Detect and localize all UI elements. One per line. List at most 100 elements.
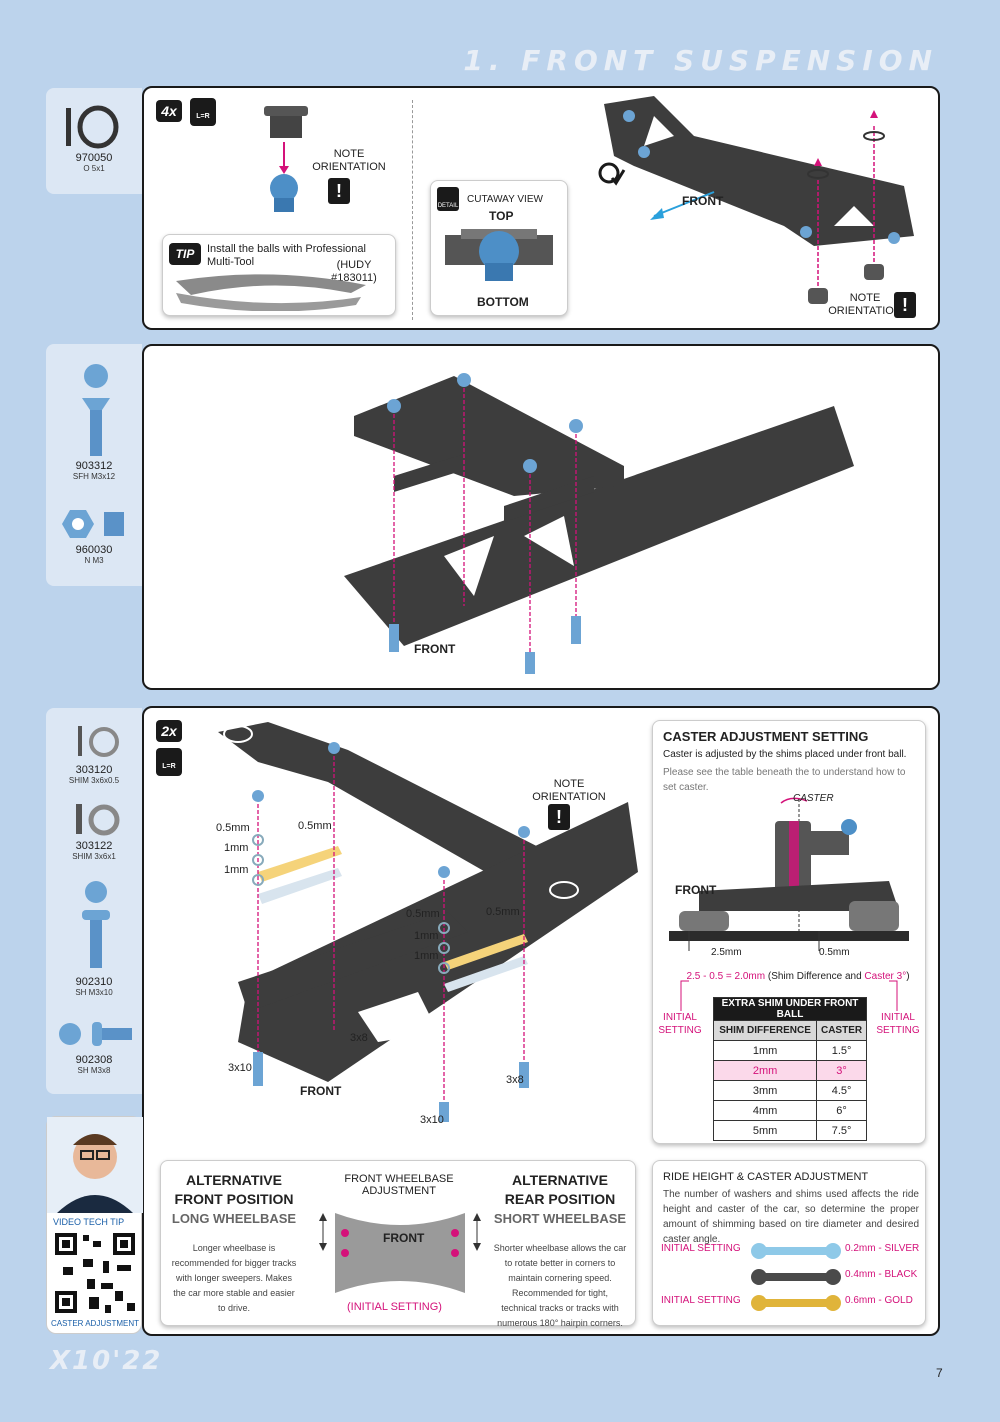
shim-black-icon [751, 1269, 841, 1285]
left-right-badge: L=R [190, 98, 216, 126]
alt-front-sub: LONG WHEELBASE [171, 1211, 297, 1226]
step1-panel: 4x L=R NOTE ORIENTATION ! TIP Install th… [142, 86, 940, 330]
part-code: 902308 [75, 1054, 113, 1066]
caster-adjustment-link[interactable]: CASTER ADJUSTMENT [50, 1319, 139, 1328]
wheelbase-initial: (INITIAL SETTING) [347, 1301, 442, 1313]
qty-badge: 4x [156, 100, 182, 122]
o-ring-icon [66, 105, 119, 149]
ride-title: RIDE HEIGHT & CASTER ADJUSTMENT [663, 1171, 869, 1183]
initial-setting-1: INITIAL SETTING [661, 1243, 741, 1254]
left-right-badge: L=R [156, 748, 182, 776]
video-tech-tip-card[interactable]: VIDEO TECH TIP CASTER ADJUSTMENT [46, 1116, 143, 1334]
part-desc: O 5x1 [83, 164, 105, 173]
part-code: 303120 [75, 764, 113, 776]
socket-screw-icon [82, 881, 110, 968]
shim-icon-2 [76, 804, 120, 836]
step2-panel: FRONT [142, 344, 940, 690]
shim-label-1: 0.5mm [216, 822, 250, 834]
ball-stud-icon [264, 106, 308, 212]
qty-badge: 2x [156, 720, 182, 742]
shim-gold-icon [751, 1295, 841, 1311]
cell-caster: 6° [816, 1100, 867, 1121]
countersunk-screw-icon [82, 364, 110, 456]
initial-setting-right: INITIAL SETTING [876, 1012, 920, 1036]
page-title: 1. FRONT SUSPENSION [463, 44, 938, 77]
shim-label-5: 0.5mm [406, 908, 440, 920]
cell-caster: 1.5° [816, 1040, 867, 1061]
alt-rear-sub: SHORT WHEELBASE [493, 1211, 627, 1226]
chassis-plate-illustration [344, 373, 854, 674]
shim-icon [78, 726, 119, 757]
table-title: EXTRA SHIM UNDER FRONT BALL [713, 997, 867, 1021]
shim-label-4: 0.5mm [298, 820, 332, 832]
ride-height-box: RIDE HEIGHT & CASTER ADJUSTMENT The numb… [652, 1160, 926, 1326]
cell-caster: 4.5° [816, 1080, 867, 1101]
cell-shim: 1mm [712, 1040, 818, 1061]
shim-gold-label: 0.6mm - GOLD [845, 1295, 913, 1306]
cutaway-label: CUTAWAY VIEW [467, 194, 543, 205]
cell-shim: 5mm [712, 1120, 818, 1141]
initial-setting-left: INITIAL SETTING [658, 1012, 702, 1036]
gear-check-icon [598, 162, 626, 186]
front-label: FRONT [682, 194, 724, 208]
warning-icon: ! [328, 178, 350, 204]
formula-caster: Caster 3° [864, 971, 907, 982]
wheelbase-title: FRONT WHEELBASE ADJUSTMENT [344, 1173, 454, 1197]
detail-icon: DETAIL [437, 187, 459, 211]
shim-label-6: 1mm [414, 930, 439, 942]
caster-title: CASTER ADJUSTMENT SETTING [663, 729, 869, 744]
ride-text: The number of washers and shims used aff… [663, 1189, 919, 1245]
cutaway-box: DETAIL CUTAWAY VIEW TOP BOTTOM [430, 180, 568, 316]
dim-left: 2.5mm [711, 947, 742, 958]
screw-label-b: 3x10 [228, 1062, 252, 1074]
shim-label-2: 1mm [224, 842, 249, 854]
warning-icon-2: ! [894, 292, 916, 318]
col-caster: CASTER [816, 1020, 867, 1041]
part-code: 903312 [75, 460, 113, 472]
front-label: FRONT [414, 642, 456, 656]
alt-front-text: Longer wheelbase is recommended for bigg… [171, 1243, 297, 1313]
top-label: TOP [489, 209, 514, 223]
caster-front-label: FRONT [675, 883, 717, 897]
formula-value: 2.5 - 0.5 = 2.0mm [686, 971, 766, 982]
shim-silver-label: 0.2mm - SILVER [845, 1243, 920, 1254]
caster-line1: Caster is adjusted by the shims placed u… [663, 749, 907, 760]
part-desc: SHIM 3x6x0.5 [68, 776, 120, 785]
page-number: 7 [936, 1366, 943, 1380]
video-tip-label: VIDEO TECH TIP [53, 1217, 125, 1227]
part-code: 303122 [75, 840, 113, 852]
shim-silver-icon [751, 1243, 841, 1259]
part-desc: SHIM 3x6x1 [72, 852, 116, 861]
cell-shim: 4mm [712, 1100, 818, 1121]
alt-rear-title: ALTERNATIVE REAR POSITION [504, 1172, 616, 1207]
qr-code-icon[interactable] [53, 1231, 137, 1315]
initial-setting-2: INITIAL SETTING [661, 1295, 741, 1306]
part-desc: SFH M3x12 [72, 472, 116, 481]
shim-label-8: 0.5mm [486, 906, 520, 918]
front-plate-illustration [604, 96, 914, 304]
caster-assembly-illustration [218, 722, 638, 1122]
cell-shim: 2mm [712, 1060, 818, 1081]
initial-setting-brackets [680, 980, 898, 1011]
cutaway-ball-icon [445, 229, 553, 281]
screw-label-c: 3x8 [506, 1074, 524, 1086]
shim-label-3: 1mm [224, 864, 249, 876]
multi-tool-icon [176, 274, 366, 311]
wheelbase-front: FRONT [383, 1231, 425, 1245]
warning-icon: ! [548, 804, 570, 830]
wheelbase-plate-illustration [319, 1213, 481, 1293]
front-label: FRONT [300, 1084, 342, 1098]
col-shim: SHIM DIFFERENCE [712, 1020, 818, 1041]
step3-panel: 2x L=R 0.5mm 1mm 1mm 0.5mm 0.5mm 1mm 1 [142, 706, 940, 1336]
